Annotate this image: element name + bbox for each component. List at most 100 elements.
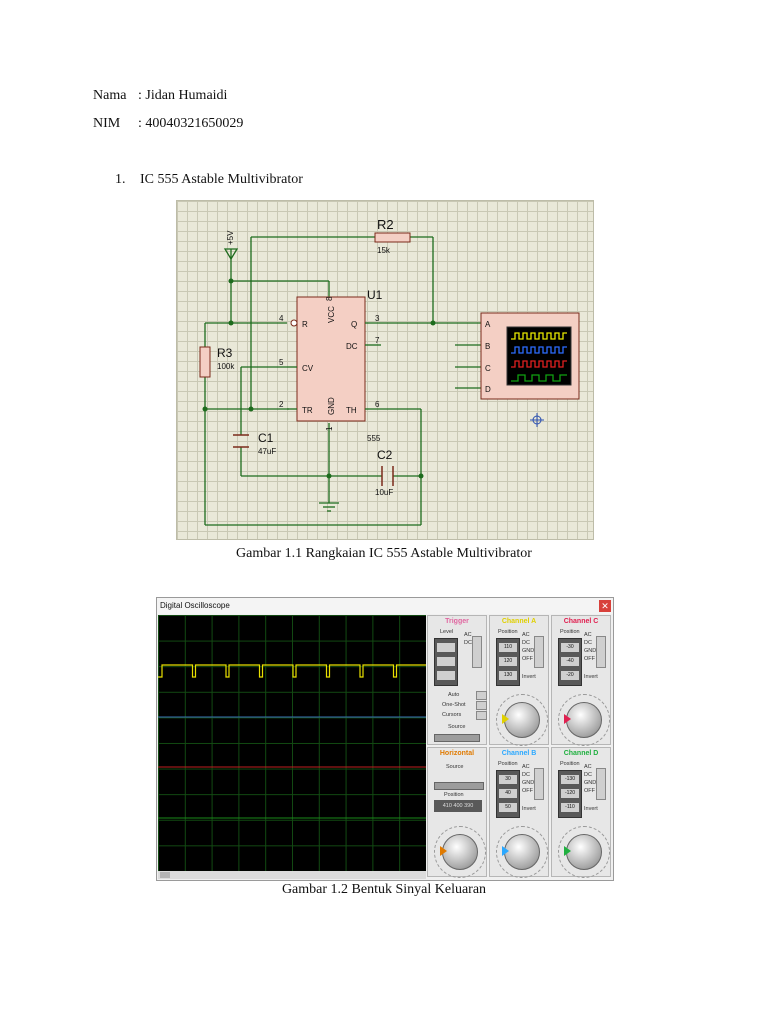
panel-channel-d-title: Channel D — [563, 750, 599, 757]
name-value: : Jidan Humaidi — [138, 88, 228, 103]
channel-c-gnd: GND — [584, 648, 597, 654]
pin-1: 1 — [325, 426, 334, 431]
channel-c-coupling-switch[interactable] — [596, 636, 606, 668]
pin-label-r: R — [302, 320, 308, 329]
panel-channel-a: Channel A Position 110 120 130 AC DC GND… — [489, 615, 549, 746]
trigger-cursors-button[interactable] — [476, 711, 487, 720]
pin-label-gnd: GND — [327, 397, 336, 415]
panel-trigger: Trigger Level AC DC Auto One-Shot Cursor… — [427, 615, 487, 745]
pin-label-tr: TR — [302, 406, 313, 415]
horizontal-timebase-knob[interactable] — [442, 834, 478, 870]
window-titlebar[interactable]: Digital Oscilloscope ✕ — [157, 598, 613, 614]
section-number: 1. — [115, 172, 126, 187]
channel-c-pos-1: -30 — [561, 643, 579, 652]
trigger-cursors-label: Cursors — [442, 712, 462, 718]
channel-d-gain-knob[interactable] — [566, 834, 602, 870]
panel-channel-d: Channel D Position -130 -120 -110 AC DC … — [551, 747, 611, 878]
channel-b-position-slider[interactable]: 30 40 50 — [496, 770, 520, 818]
trigger-auto-button[interactable] — [476, 691, 487, 700]
channel-b-gain-knob[interactable] — [504, 834, 540, 870]
channel-b-pos-1: 30 — [499, 775, 517, 784]
trigger-source-selector[interactable] — [434, 734, 480, 742]
r3-value: 100k — [217, 362, 235, 371]
ic-555 — [296, 296, 366, 422]
trigger-level-slider[interactable] — [434, 638, 458, 686]
horizontal-scale-ring — [434, 826, 486, 878]
channel-b-ac: AC — [522, 764, 530, 770]
trigger-dc-label: DC — [464, 640, 472, 646]
pin-8: 8 — [325, 296, 334, 301]
oscilloscope-window: Digital Oscilloscope ✕ Trigger Level AC … — [156, 597, 614, 881]
channel-a-coupling-switch[interactable] — [534, 636, 544, 668]
channel-a-marker-icon — [502, 714, 509, 724]
channel-d-coupling-switch[interactable] — [596, 768, 606, 800]
trace-c — [511, 360, 567, 368]
scrollbar-thumb[interactable] — [160, 872, 170, 878]
close-button[interactable]: ✕ — [599, 600, 611, 612]
channel-d-marker-icon — [564, 846, 571, 856]
channel-a-dc: DC — [522, 640, 530, 646]
channel-a-gnd: GND — [522, 648, 535, 654]
scope-input-d: D — [485, 385, 491, 394]
schematic-figure: R2 15k R3 100k C1 47uF C2 10uF U1 555 +5… — [176, 200, 594, 540]
horizontal-source-selector[interactable] — [434, 782, 484, 790]
nim-value: : 40040321650029 — [138, 116, 244, 131]
channel-c-scale-ring — [558, 694, 610, 746]
channel-a-gain-knob[interactable] — [504, 702, 540, 738]
channel-b-coupling-switch[interactable] — [534, 768, 544, 800]
trigger-auto-label: Auto — [448, 692, 460, 698]
c2-name: C2 — [377, 448, 393, 462]
resistor-r2 — [374, 232, 411, 243]
pin-4: 4 — [279, 314, 284, 323]
trigger-oneshot-label: One-Shot — [442, 702, 466, 708]
pin-label-dc: DC — [346, 342, 358, 351]
window-title: Digital Oscilloscope — [160, 601, 230, 610]
channel-a-trace — [158, 664, 426, 678]
crosshair-icon — [530, 413, 544, 427]
u1-part: 555 — [367, 434, 381, 443]
scope-scrollbar[interactable] — [158, 871, 426, 879]
channel-a-ac: AC — [522, 632, 530, 638]
channel-c-position-slider[interactable]: -30 -40 -20 — [558, 638, 582, 686]
panel-channel-a-title: Channel A — [501, 618, 537, 625]
channel-d-pos-3: -110 — [561, 803, 579, 812]
trace-b — [511, 346, 567, 354]
channel-d-position-slider[interactable]: -130 -120 -110 — [558, 770, 582, 818]
horizontal-position-label: Position — [444, 792, 464, 798]
trigger-oneshot-button[interactable] — [476, 701, 487, 710]
horizontal-marker-icon — [440, 846, 447, 856]
pin-5: 5 — [279, 358, 284, 367]
channel-a-scale-ring — [496, 694, 548, 746]
c2-value: 10uF — [375, 488, 393, 497]
channel-c-position-label: Position — [560, 629, 580, 635]
channel-a-position-slider[interactable]: 110 120 130 — [496, 638, 520, 686]
schematic-wires — [204, 236, 481, 526]
pin-7: 7 — [375, 336, 380, 345]
panel-horizontal-title: Horizontal — [439, 750, 475, 757]
channel-c-gain-knob[interactable] — [566, 702, 602, 738]
scope-traces — [158, 664, 426, 819]
r2-name: R2 — [377, 217, 394, 232]
schematic-junctions — [202, 278, 436, 479]
channel-d-position-label: Position — [560, 761, 580, 767]
close-icon: ✕ — [601, 601, 609, 611]
scope-controls: Trigger Level AC DC Auto One-Shot Cursor… — [427, 615, 612, 879]
trigger-coupling-switch[interactable] — [472, 636, 482, 668]
supply-symbol — [223, 248, 239, 261]
caption-figure-1: Gambar 1.1 Rangkaian IC 555 Astable Mult… — [236, 546, 532, 561]
channel-b-marker-icon — [502, 846, 509, 856]
channel-c-invert: Invert — [584, 674, 598, 680]
pin-3: 3 — [375, 314, 380, 323]
schematic-drawing: R2 15k R3 100k C1 47uF C2 10uF U1 555 +5… — [199, 217, 580, 526]
horizontal-position-value[interactable]: 410 400 390 — [434, 800, 482, 812]
channel-d-pos-2: -120 — [561, 789, 579, 798]
channel-b-pos-2: 40 — [499, 789, 517, 798]
panel-trigger-title: Trigger — [445, 618, 469, 625]
pin-6: 6 — [375, 400, 380, 409]
channel-a-pos-1: 110 — [499, 643, 517, 652]
r2-value: 15k — [377, 246, 391, 255]
c1-value: 47uF — [258, 447, 276, 456]
trace-d — [511, 374, 567, 382]
channel-a-position-label: Position — [498, 629, 518, 635]
pin-label-th: TH — [346, 406, 357, 415]
